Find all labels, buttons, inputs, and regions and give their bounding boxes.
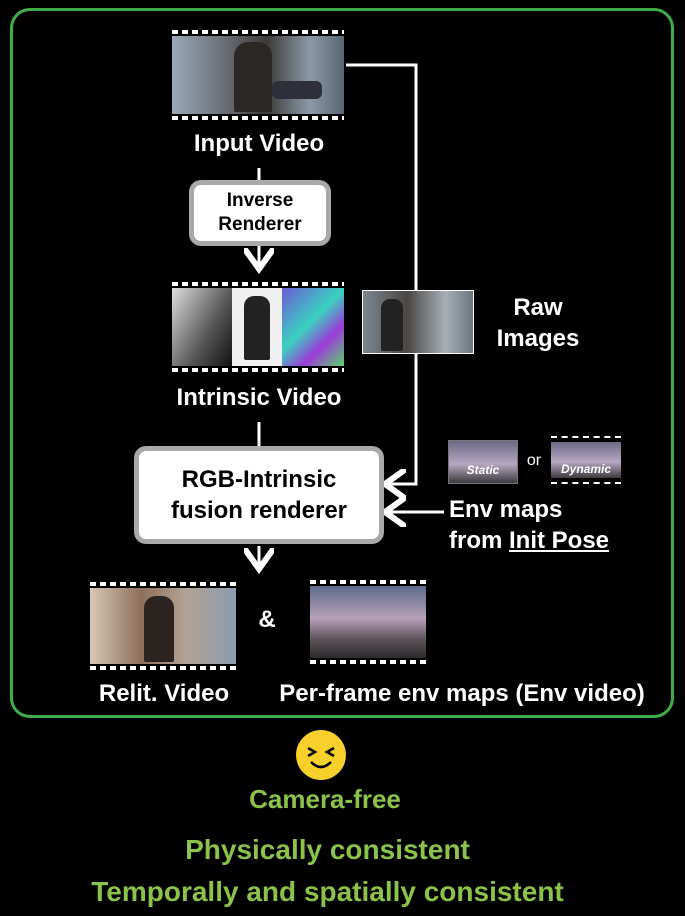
intrinsic-video-thumbnail	[172, 282, 344, 372]
relit-video-label: Relit. Video	[98, 680, 230, 707]
input-video-label: Input Video	[193, 130, 325, 157]
env-static-label: Static	[466, 463, 500, 477]
env-maps-line2: from Init Pose	[449, 525, 609, 556]
intrinsic-video-label: Intrinsic Video	[176, 384, 342, 411]
smiley-face-icon	[294, 728, 348, 782]
fusion-renderer-line2: fusion renderer	[170, 497, 348, 524]
init-pose-text: Init Pose	[509, 527, 610, 554]
env-static-thumbnail: Static	[448, 440, 518, 484]
env-maps-label: Env maps from Init Pose	[449, 494, 609, 556]
raw-images-thumbnail	[362, 290, 474, 354]
env-dynamic-thumbnail: Dynamic	[551, 436, 621, 484]
pipeline-frame	[10, 8, 674, 718]
raw-images-line2: Images	[496, 325, 580, 352]
ampersand-label: &	[258, 606, 276, 633]
env-dynamic-label: Dynamic	[560, 462, 612, 476]
per-frame-env-thumbnail	[310, 580, 426, 664]
fusion-renderer-node: RGB-Intrinsic fusion renderer	[134, 446, 384, 544]
benefit-camera-free: Camera-free	[249, 784, 401, 814]
inverse-renderer-line2: Renderer	[218, 214, 302, 235]
raw-images-line1: Raw	[513, 294, 563, 321]
input-video-thumbnail	[172, 30, 344, 120]
env-maps-line2-prefix: from	[449, 527, 509, 554]
benefit-temporally-spatially-consistent: Temporally and spatially consistent	[91, 876, 564, 907]
env-or-label: or	[526, 452, 542, 469]
relit-video-thumbnail	[90, 582, 236, 670]
raw-images-label: Raw Images	[480, 292, 596, 354]
benefit-physically-consistent: Physically consistent	[185, 834, 470, 865]
inverse-renderer-line1: Inverse	[226, 190, 294, 211]
env-maps-line1: Env maps	[449, 496, 563, 523]
fusion-renderer-line1: RGB-Intrinsic	[181, 466, 337, 493]
per-frame-env-label: Per-frame env maps (Env video)	[279, 680, 645, 707]
inverse-renderer-node: Inverse Renderer	[189, 180, 331, 246]
